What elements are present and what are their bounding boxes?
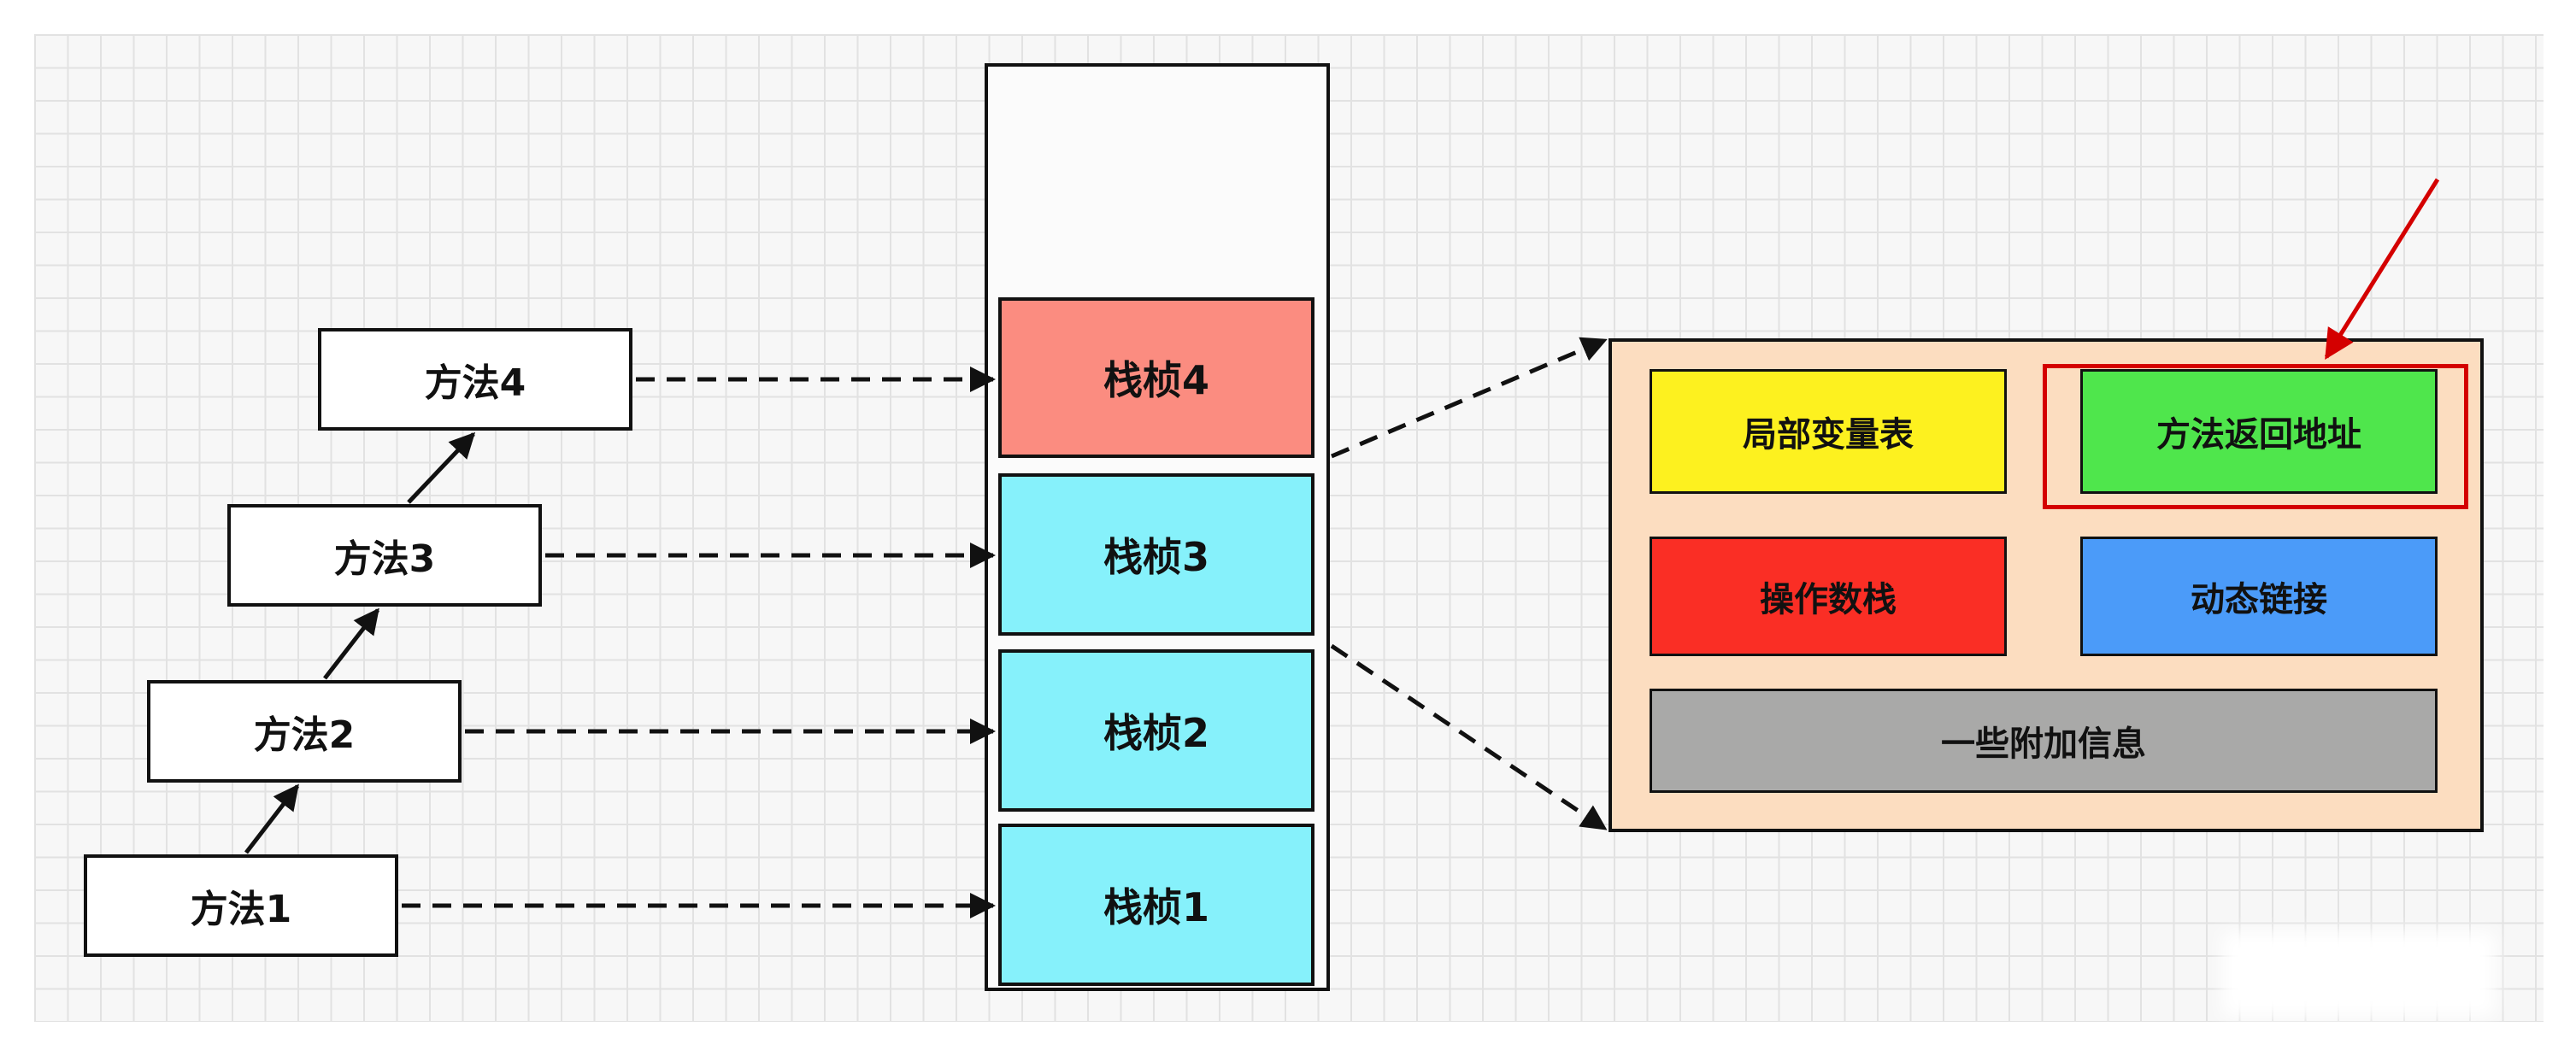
local-variable-table: 局部变量表 (1650, 369, 2007, 494)
method-return-address: 方法返回地址 (2080, 369, 2438, 494)
stack-frame-2: 栈桢2 (998, 649, 1314, 812)
method-box-2: 方法2 (147, 680, 462, 783)
method-box-4: 方法4 (318, 328, 632, 431)
watermark-blur (2222, 931, 2496, 1017)
expand-arrow-top (1331, 337, 1608, 459)
connector-arrows (244, 178, 2440, 918)
call-arrow-3-4 (407, 431, 476, 504)
additional-info: 一些附加信息 (1650, 689, 2438, 793)
red-pointer-arrow (2324, 178, 2440, 360)
diagram-canvas: 方法1 方法2 方法3 方法4 栈桢4 栈桢3 栈桢2 栈桢1 局部变量表 方法… (34, 34, 2544, 1022)
highlight-box (2043, 364, 2468, 509)
method-box-1: 方法1 (84, 854, 398, 957)
stack-frame-1: 栈桢1 (998, 824, 1314, 986)
stack-frame-3: 栈桢3 (998, 473, 1314, 636)
dynamic-linking: 动态链接 (2080, 537, 2438, 656)
call-arrow-2-3 (323, 607, 379, 680)
stack-frame-4: 栈桢4 (998, 297, 1314, 458)
expand-arrow-bottom (1330, 643, 1608, 831)
method-box-3: 方法3 (227, 504, 542, 607)
call-arrow-1-2 (244, 783, 299, 854)
operand-stack: 操作数栈 (1650, 537, 2007, 656)
